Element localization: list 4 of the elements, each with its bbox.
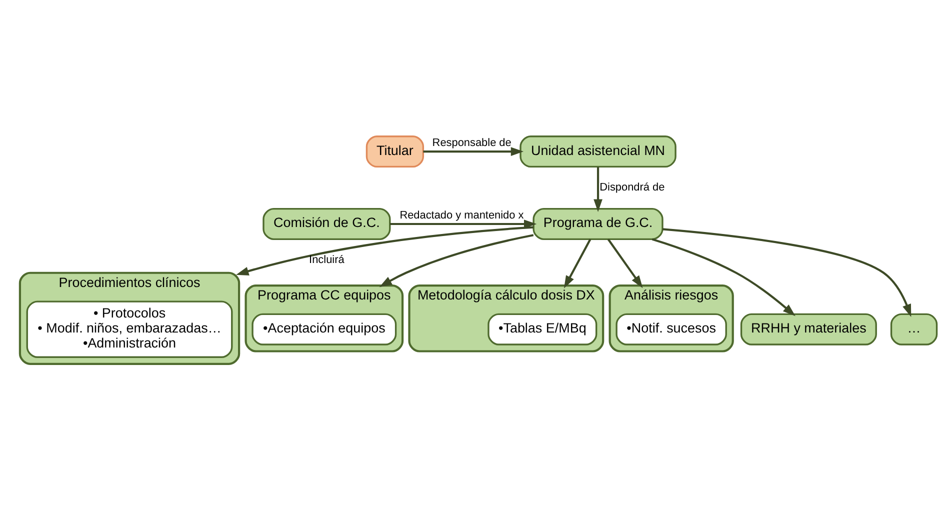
edge-label: Incluirá [309, 254, 344, 266]
edge-label: Redactado y mantenido x [400, 208, 524, 221]
edge-label: Responsable de [432, 136, 512, 148]
edge-label: Dispondrá de [600, 181, 665, 194]
